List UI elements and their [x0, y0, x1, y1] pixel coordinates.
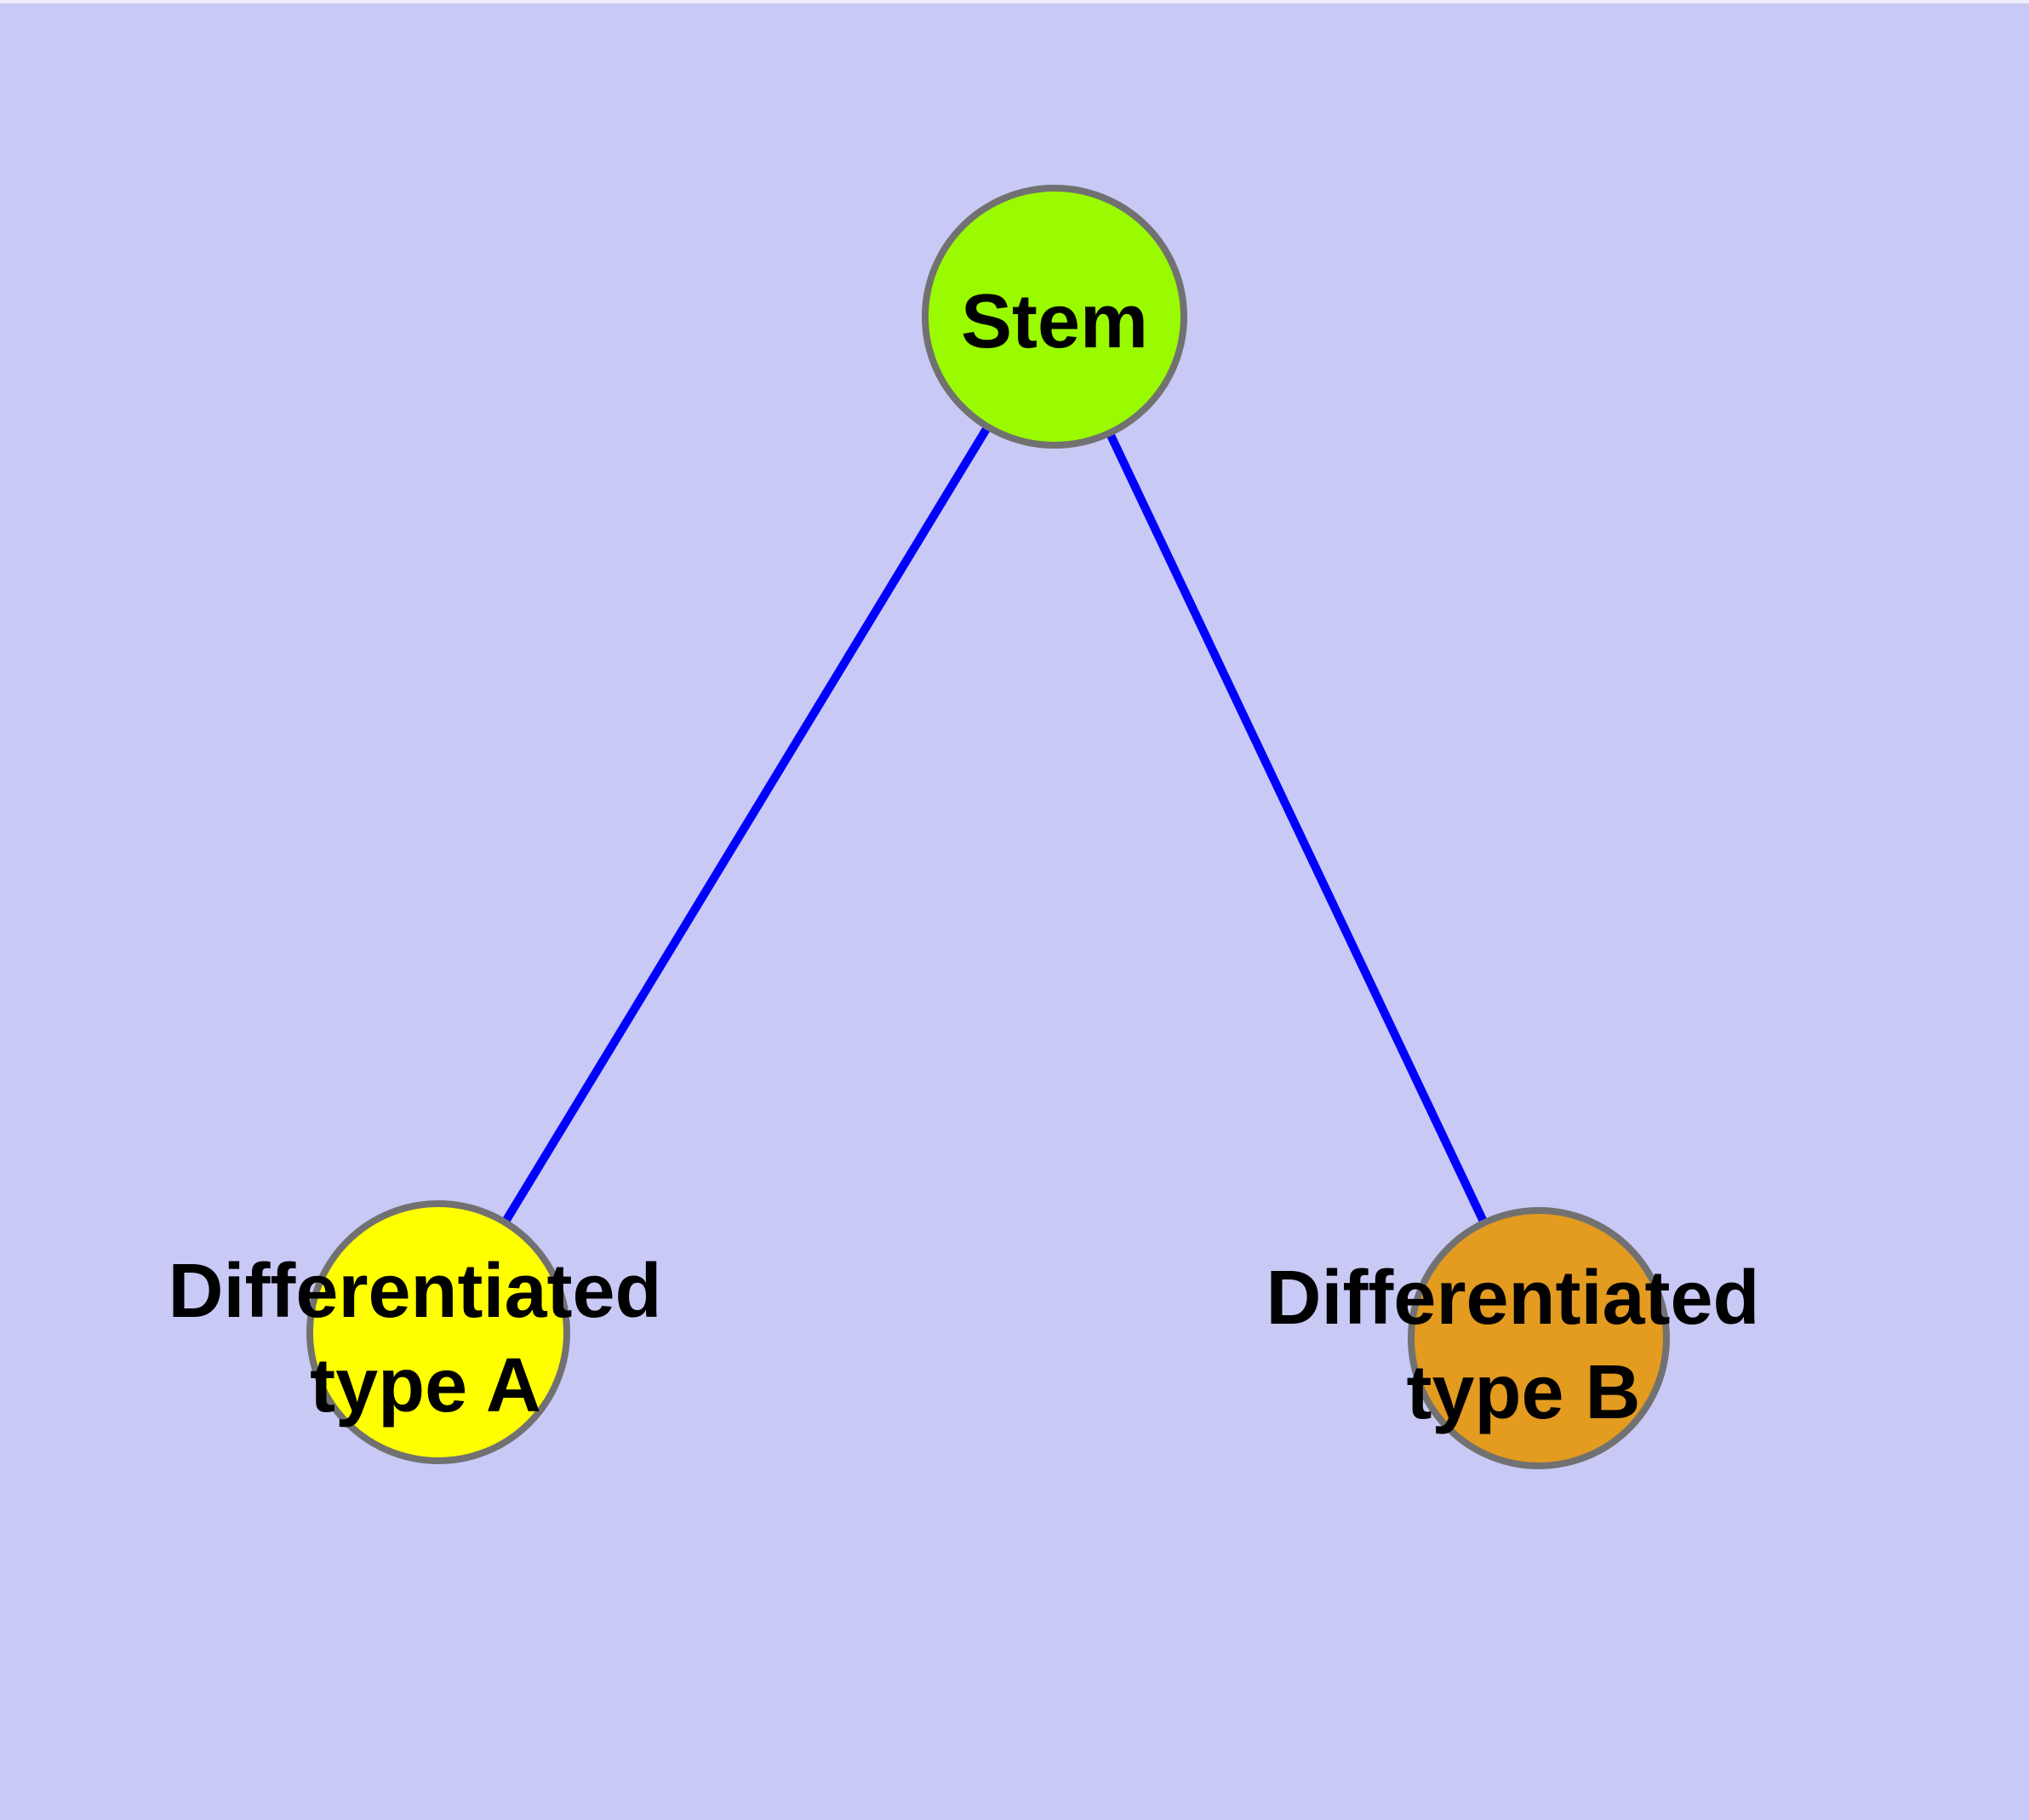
node-stem-label: Stem [961, 279, 1148, 364]
node-diff-b-label-line2: type B [1406, 1350, 1640, 1435]
node-diff-b-shape[interactable] [1408, 1207, 1670, 1469]
node-stem-shape[interactable] [922, 185, 1187, 449]
edge-stem-to-diff-b [1050, 314, 1543, 1341]
node-diff-a-label-line1: Differentiated [168, 1249, 661, 1334]
node-diff-b-label-line1: Differentiated [1266, 1256, 1759, 1341]
node-diff-a-label-line2: type A [310, 1343, 541, 1428]
edge-stem-to-diff-a [434, 314, 1059, 1335]
node-diff-a-shape[interactable] [306, 1200, 570, 1464]
canvas-top-edge-highlight [0, 0, 2029, 3]
node-diff-b-label: Differentiated type B [1266, 1256, 1780, 1435]
node-diff-a-label: Differentiated type A [168, 1249, 683, 1428]
